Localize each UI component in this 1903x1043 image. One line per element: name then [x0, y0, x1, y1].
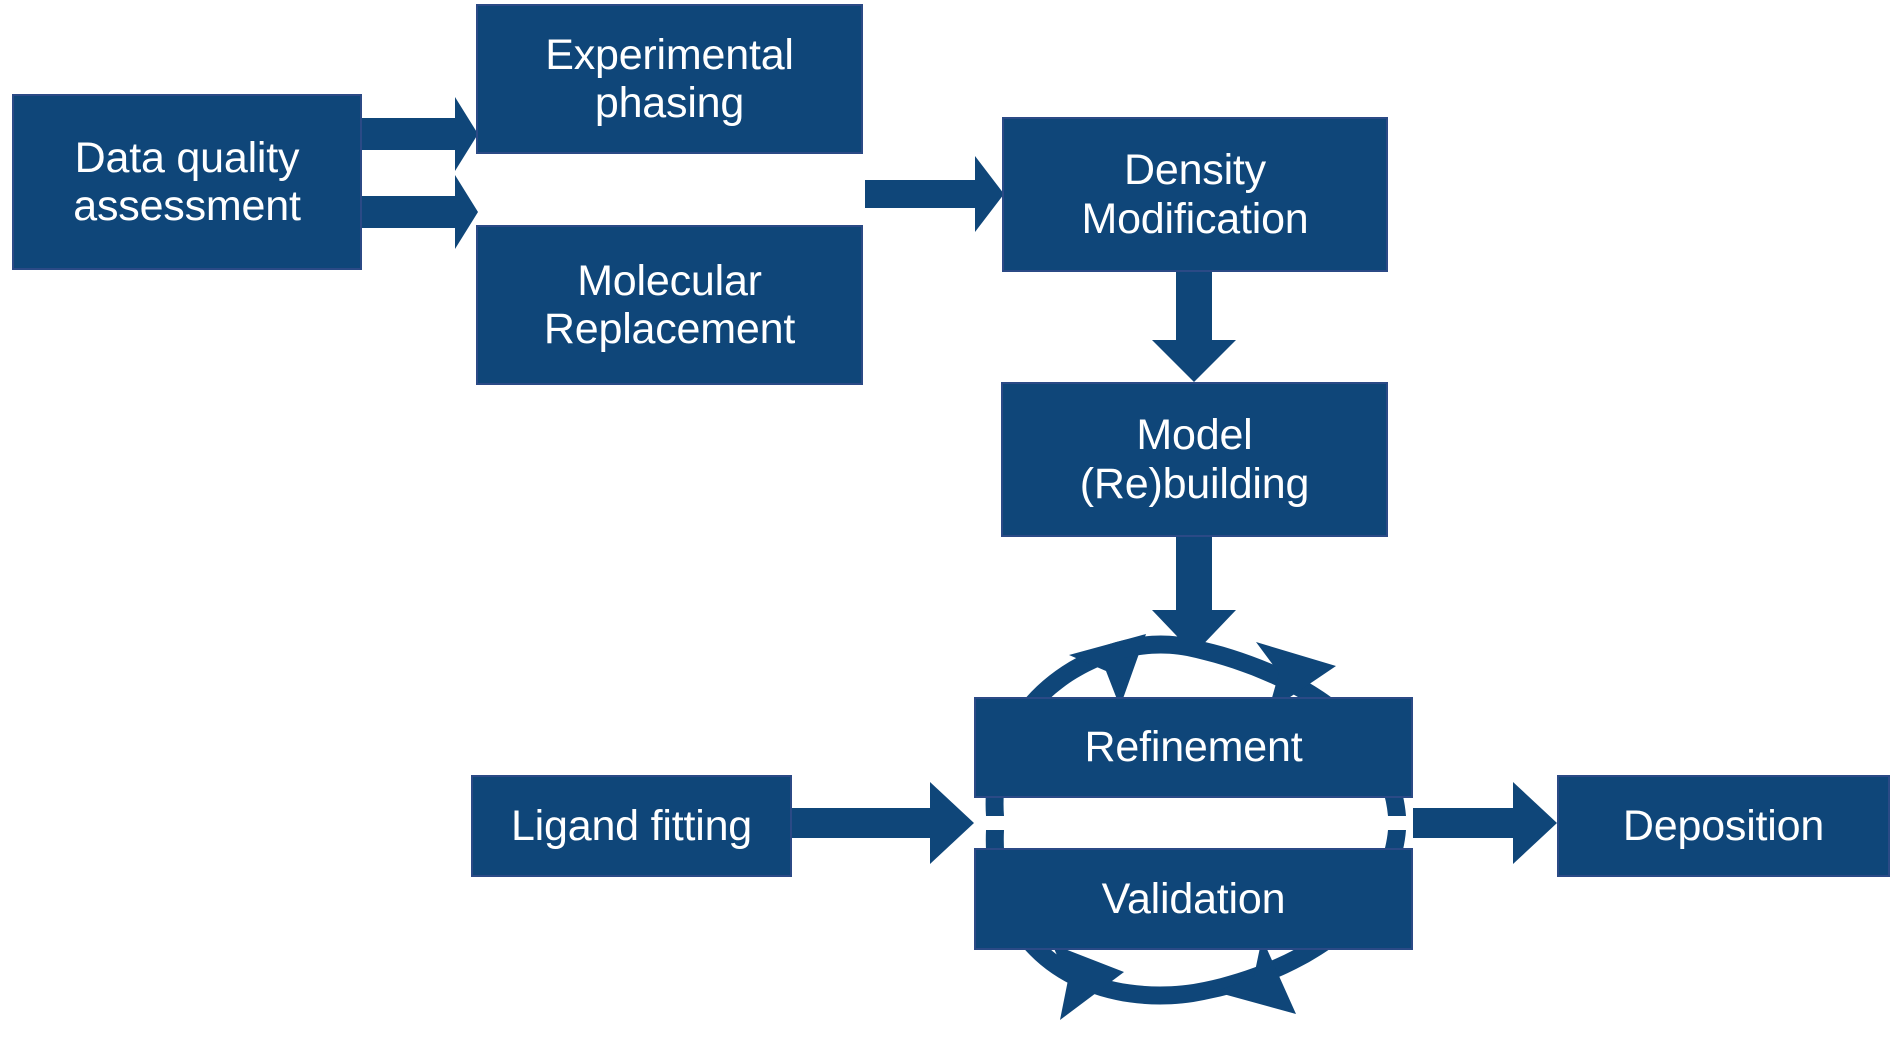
arrow-data-quality-to-molecular-replacement [362, 175, 478, 249]
cycle-arrowhead-bottom-right [1216, 938, 1296, 1014]
node-molecular-replacement[interactable]: Molecular Replacement [476, 225, 863, 385]
cycle-arc-top-center [1124, 635, 1196, 658]
node-model-rebuilding[interactable]: Model (Re)building [1001, 382, 1388, 537]
arrow-cycle-to-deposition [1413, 782, 1557, 864]
node-experimental-phasing[interactable]: Experimental phasing [476, 4, 863, 154]
arrow-ligand-fitting-to-cycle [792, 782, 974, 864]
node-ligand-fitting[interactable]: Ligand fitting [471, 775, 792, 877]
arrow-data-quality-to-experimental-phasing [362, 97, 478, 171]
node-validation[interactable]: Validation [974, 848, 1413, 950]
node-data-quality-assessment[interactable]: Data quality assessment [12, 94, 362, 270]
arrow-density-modification-to-model-rebuilding [1152, 272, 1236, 382]
arrow-model-rebuilding-to-cycle [1152, 537, 1236, 654]
cycle-arrowhead-bottom-left [1052, 944, 1124, 1020]
arrow-phasing-to-density-modification [865, 156, 1004, 232]
node-deposition[interactable]: Deposition [1557, 775, 1890, 877]
node-refinement[interactable]: Refinement [974, 697, 1413, 798]
cycle-arc-bottom-center [1116, 982, 1204, 1005]
node-density-modification[interactable]: Density Modification [1002, 117, 1388, 272]
cycle-arrowhead-top-right [1256, 642, 1336, 712]
